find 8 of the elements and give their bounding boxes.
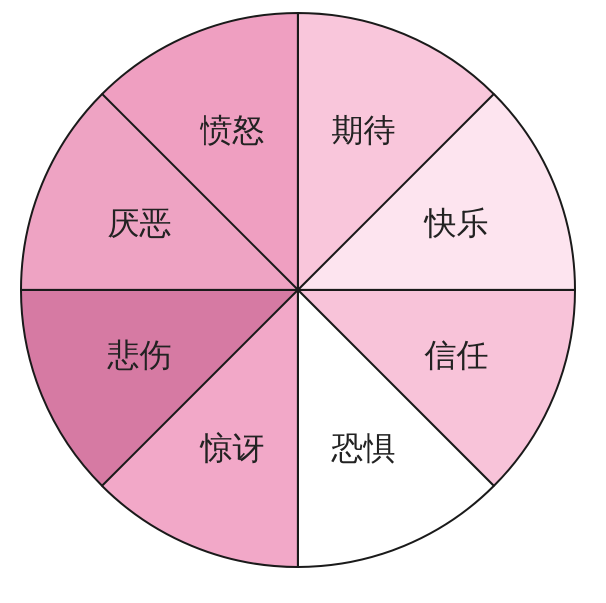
emotion-label: 快乐 (424, 203, 489, 244)
emotion-label: 悲伤 (107, 334, 172, 376)
emotion-label: 厌恶 (107, 203, 172, 244)
emotion-label: 恐惧 (332, 428, 396, 469)
emotion-label: 信任 (424, 334, 489, 376)
emotion-label: 惊讶 (200, 428, 264, 469)
emotion-label: 愤怒 (200, 110, 264, 152)
emotion-label: 期待 (332, 110, 396, 152)
